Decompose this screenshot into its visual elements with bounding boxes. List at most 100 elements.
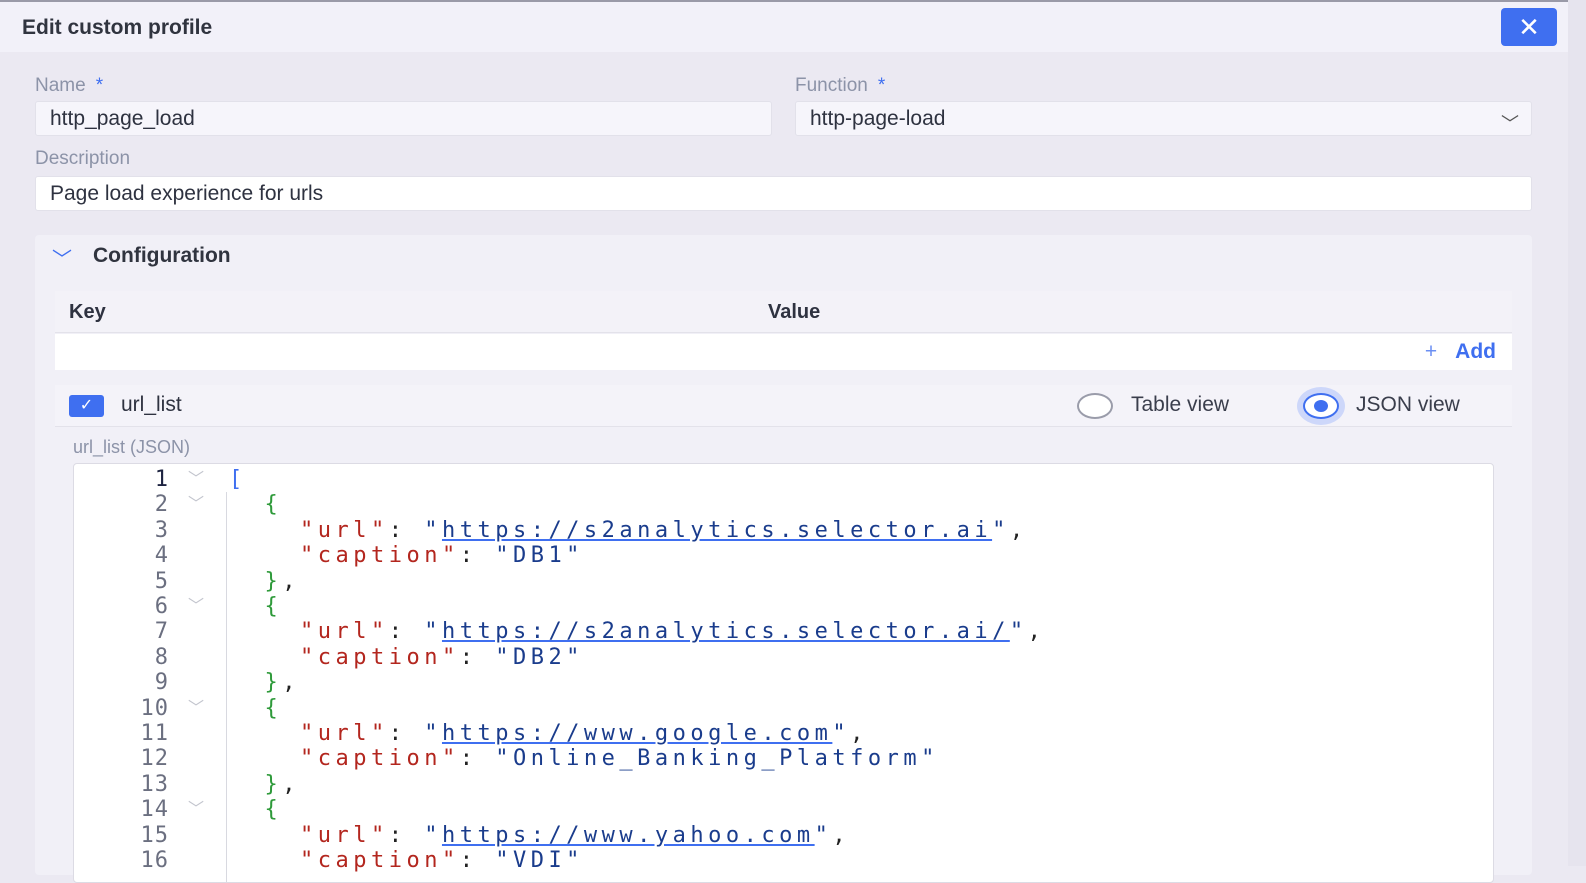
code-text: {: [229, 797, 282, 822]
chevron-down-icon: ﹀: [1501, 114, 1519, 134]
code-text: "url": "https://www.yahoo.com",: [229, 823, 850, 848]
dialog-title: Edit custom profile: [22, 16, 213, 39]
code-text: [: [229, 467, 247, 492]
code-token: [229, 772, 265, 797]
code-line[interactable]: 13 },: [74, 772, 1474, 797]
code-token: "VDI": [495, 848, 584, 873]
param-name: url_list: [121, 393, 182, 416]
code-line[interactable]: 5 },: [74, 569, 1474, 594]
code-line[interactable]: 12 "caption": "Online_Banking_Platform": [74, 746, 1474, 771]
required-marker: *: [877, 75, 886, 96]
line-number: 9: [154, 670, 169, 696]
name-input[interactable]: http_page_load: [35, 101, 772, 136]
code-token: ,: [850, 721, 868, 746]
url-link[interactable]: https://s2analytics.selector.ai: [441, 517, 993, 543]
fold-chevron-icon[interactable]: ﹀: [188, 494, 205, 514]
line-number: 1: [154, 467, 169, 492]
json-editor[interactable]: 1 ﹀ [2 ﹀ {3 "url": "https://s2analytics.sel…: [73, 463, 1494, 883]
fold-chevron-icon[interactable]: ﹀: [188, 596, 205, 615]
table-view-label[interactable]: Table view: [1131, 393, 1230, 416]
close-button[interactable]: ✕: [1501, 8, 1557, 46]
code-token: "Online_Banking_Platform": [495, 746, 939, 772]
table-header: Key Value: [55, 291, 1512, 333]
code-token: ,: [832, 822, 851, 848]
url-link[interactable]: https://s2analytics.selector.ai/: [441, 619, 1010, 645]
code-text: {: [229, 492, 282, 517]
description-input[interactable]: Page load experience for urls: [35, 176, 1532, 211]
code-line[interactable]: 4 "caption": "DB1": [74, 543, 1474, 568]
code-line[interactable]: 1 ﹀ [: [74, 467, 1474, 492]
code-line[interactable]: 7 "url": "https://s2analytics.selector.a…: [74, 619, 1474, 644]
code-token: [229, 569, 265, 594]
code-token: ,: [282, 771, 300, 797]
code-line[interactable]: 15 "url": "https://www.yahoo.com",: [74, 823, 1474, 848]
code-token: ": [424, 822, 442, 848]
code-token: ": [832, 721, 851, 746]
line-number: 14: [140, 797, 169, 823]
code-token: "caption": [299, 848, 460, 873]
description-label: Description: [35, 148, 131, 169]
code-token: {: [264, 594, 283, 619]
code-line[interactable]: 6 ﹀ {: [74, 594, 1474, 619]
code-token: :: [388, 721, 425, 746]
code-token: :: [459, 543, 496, 569]
code-token: "url": [299, 619, 389, 645]
required-marker: *: [95, 75, 104, 96]
code-token: ": [424, 517, 442, 543]
code-token: [229, 543, 300, 568]
line-number: 10: [140, 695, 169, 721]
fold-chevron-icon[interactable]: ﹀: [188, 697, 205, 717]
url-link[interactable]: https://www.google.com: [441, 721, 833, 746]
code-token: }: [264, 670, 283, 696]
add-button[interactable]: +Add: [1424, 340, 1496, 363]
code-line[interactable]: 9 },: [74, 670, 1474, 695]
code-token: [229, 746, 300, 771]
chevron-down-icon[interactable]: ﹀: [52, 249, 72, 271]
param-checkbox[interactable]: ✓: [69, 395, 104, 417]
code-text: },: [229, 670, 300, 695]
code-text: {: [229, 696, 282, 721]
code-text: },: [229, 569, 300, 594]
code-line[interactable]: 10 ﹀ {: [74, 696, 1474, 721]
code-line[interactable]: 14 ﹀ {: [74, 797, 1474, 822]
code-token: {: [264, 492, 283, 518]
line-number: 2: [154, 492, 169, 518]
code-token: [: [229, 467, 247, 492]
fold-chevron-icon[interactable]: ﹀: [188, 469, 205, 488]
code-token: [229, 594, 265, 619]
code-token: [229, 797, 265, 822]
code-token: ": [992, 517, 1010, 543]
code-line[interactable]: 16 "caption": "VDI": [74, 848, 1474, 873]
code-line[interactable]: 2 ﹀ {: [74, 492, 1474, 517]
line-number: 4: [154, 543, 169, 569]
line-number: 6: [154, 594, 169, 619]
code-token: "caption": [299, 746, 460, 772]
function-select[interactable]: http-page-load ﹀: [795, 101, 1532, 136]
plus-icon: +: [1424, 340, 1438, 363]
code-text: "url": "https://www.google.com",: [229, 721, 868, 746]
function-value: http-page-load: [810, 107, 946, 130]
line-number: 5: [154, 568, 169, 594]
code-token: ,: [1027, 619, 1046, 645]
name-label: Name*: [35, 75, 104, 96]
code-token: ": [424, 619, 442, 645]
code-text: {: [229, 594, 282, 619]
code-line[interactable]: 11 "url": "https://www.google.com",: [74, 721, 1474, 746]
line-number: 15: [140, 822, 169, 848]
code-line[interactable]: 8 "caption": "DB2": [74, 645, 1474, 670]
json-view-label[interactable]: JSON view: [1356, 393, 1460, 416]
column-value: Value: [768, 301, 821, 323]
code-token: ": [1009, 619, 1028, 645]
configuration-title[interactable]: Configuration: [93, 244, 231, 267]
line-number: 12: [140, 746, 169, 772]
url-link[interactable]: https://www.yahoo.com: [441, 822, 815, 848]
table-view-radio[interactable]: [1077, 393, 1113, 419]
scrollbar[interactable]: [1568, 0, 1586, 866]
code-line[interactable]: 3 "url": "https://s2analytics.selector.a…: [74, 518, 1474, 543]
code-token: [229, 696, 265, 721]
json-view-radio[interactable]: [1303, 393, 1339, 419]
code-token: "caption": [299, 543, 460, 569]
code-token: :: [459, 644, 496, 670]
line-number: 13: [140, 771, 169, 797]
fold-chevron-icon[interactable]: ﹀: [188, 799, 205, 819]
